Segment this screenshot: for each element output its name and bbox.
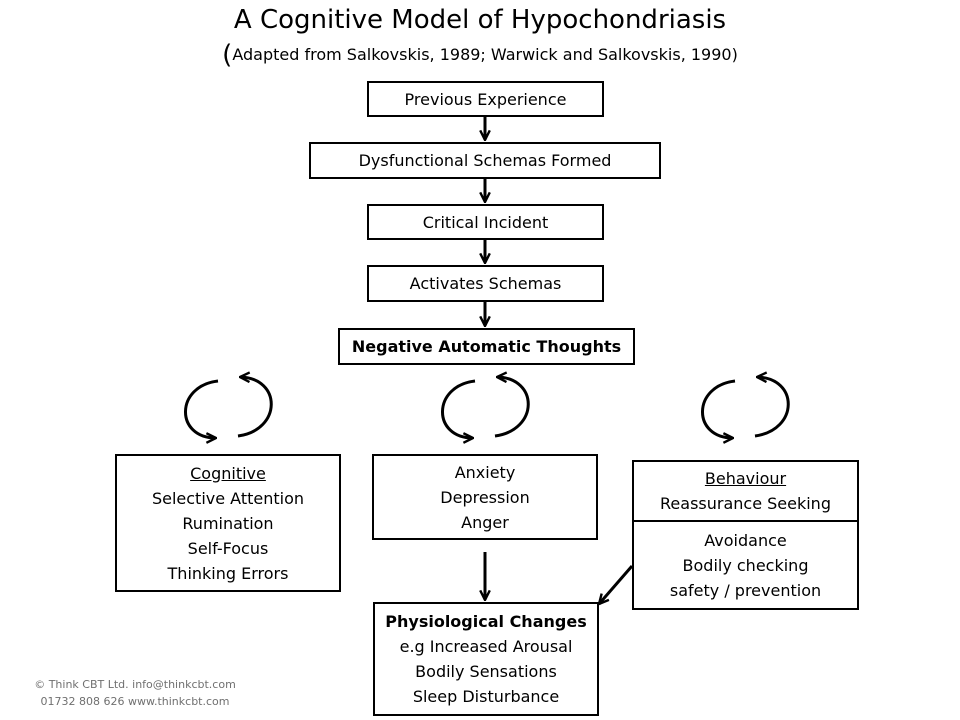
box-physiological-changes: Physiological Changes e.g Increased Arou… — [373, 602, 599, 716]
behaviour-item: Reassurance Seeking — [660, 494, 831, 513]
cycle-arrows-icon — [701, 377, 790, 438]
subtitle-text: Adapted from Salkovskis, 1989; Warwick a… — [232, 45, 738, 64]
critical-incident-label: Critical Incident — [422, 212, 549, 232]
diagram-subtitle: (Adapted from Salkovskis, 1989; Warwick … — [0, 40, 960, 70]
dysfunctional-schemas-label: Dysfunctional Schemas Formed — [358, 151, 612, 170]
footer-credit: © Think CBT Ltd. info@thinkcbt.com 01732… — [20, 676, 250, 710]
emotion-item: Anger — [461, 512, 509, 532]
emotion-item: Anxiety — [454, 462, 516, 482]
avoidance-item: Avoidance — [704, 530, 787, 550]
box-critical-incident: Critical Incident — [367, 204, 604, 240]
cognitive-item: Selective Attention — [151, 488, 305, 508]
behaviour-heading: Behaviour — [704, 469, 787, 488]
avoidance-item: safety / prevention — [669, 580, 822, 600]
cognitive-item: Thinking Errors — [167, 563, 289, 583]
subtitle-open-paren: ( — [222, 40, 233, 70]
box-dysfunctional-schemas: Dysfunctional Schemas Formed — [309, 142, 661, 179]
physiological-heading: Physiological Changes — [385, 612, 587, 631]
physiological-item: Bodily Sensations — [415, 662, 557, 681]
footer-line: © Think CBT Ltd. info@thinkcbt.com — [34, 678, 236, 691]
physiological-item: Sleep Disturbance — [412, 687, 560, 706]
box-emotions: Anxiety Depression Anger — [372, 454, 598, 540]
box-previous-experience: Previous Experience — [367, 81, 604, 117]
cognitive-heading: Cognitive — [190, 463, 266, 483]
box-behaviour: Behaviour Reassurance Seeking — [632, 460, 859, 522]
box-activates-schemas: Activates Schemas — [367, 265, 604, 302]
negative-thoughts-label: Negative Automatic Thoughts — [351, 337, 622, 356]
cycle-arrows-icon — [184, 377, 273, 438]
cognitive-item: Self-Focus — [187, 538, 269, 558]
box-avoidance: Avoidance Bodily checking safety / preve… — [632, 520, 859, 610]
previous-experience-label: Previous Experience — [404, 89, 567, 109]
cognitive-item: Rumination — [182, 513, 274, 533]
cycle-arrows-icon — [441, 377, 530, 438]
avoidance-item: Bodily checking — [682, 555, 809, 575]
box-negative-automatic-thoughts: Negative Automatic Thoughts — [338, 328, 635, 365]
physiological-item: e.g Increased Arousal — [399, 637, 573, 656]
arrow-avoidance-to-physiological — [599, 565, 634, 604]
footer-line: 01732 808 626 www.thinkcbt.com — [40, 695, 230, 708]
activates-schemas-label: Activates Schemas — [409, 274, 562, 293]
emotion-item: Depression — [440, 487, 530, 507]
diagram-title: A Cognitive Model of Hypochondriasis — [233, 5, 727, 35]
box-cognitive: Cognitive Selective Attention Rumination… — [115, 454, 341, 592]
